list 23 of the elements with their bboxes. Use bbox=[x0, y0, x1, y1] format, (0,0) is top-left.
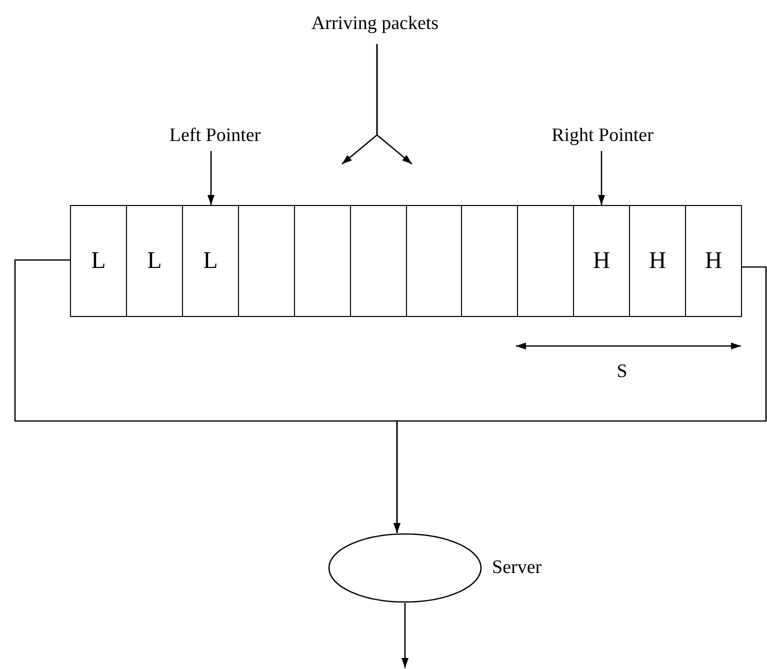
pointer-label: Right Pointer bbox=[530, 122, 675, 150]
queue-slot bbox=[461, 205, 518, 317]
arrow bbox=[394, 266, 767, 533]
queue-slot bbox=[238, 205, 295, 317]
arrow bbox=[598, 151, 605, 205]
queue-slot: H bbox=[573, 205, 630, 317]
arrow bbox=[208, 151, 214, 205]
caption-text: Arriving packets bbox=[300, 10, 450, 38]
queue-slot: L bbox=[126, 205, 183, 317]
queue-slot bbox=[294, 205, 351, 317]
queue-slot: L bbox=[182, 205, 239, 317]
queue-slot: H bbox=[685, 205, 742, 317]
dimension-label: S bbox=[616, 360, 628, 384]
queue-slot bbox=[517, 205, 574, 317]
server-label: Server bbox=[492, 556, 542, 580]
arrow bbox=[376, 44, 412, 164]
queue-slot: L bbox=[70, 205, 127, 317]
queue-slot bbox=[406, 205, 462, 317]
queue-slot bbox=[350, 205, 407, 317]
queue-slot: H bbox=[629, 205, 686, 317]
arrow bbox=[402, 603, 408, 668]
server-ellipse bbox=[328, 533, 482, 603]
pointer-label: Left Pointer bbox=[150, 122, 280, 150]
